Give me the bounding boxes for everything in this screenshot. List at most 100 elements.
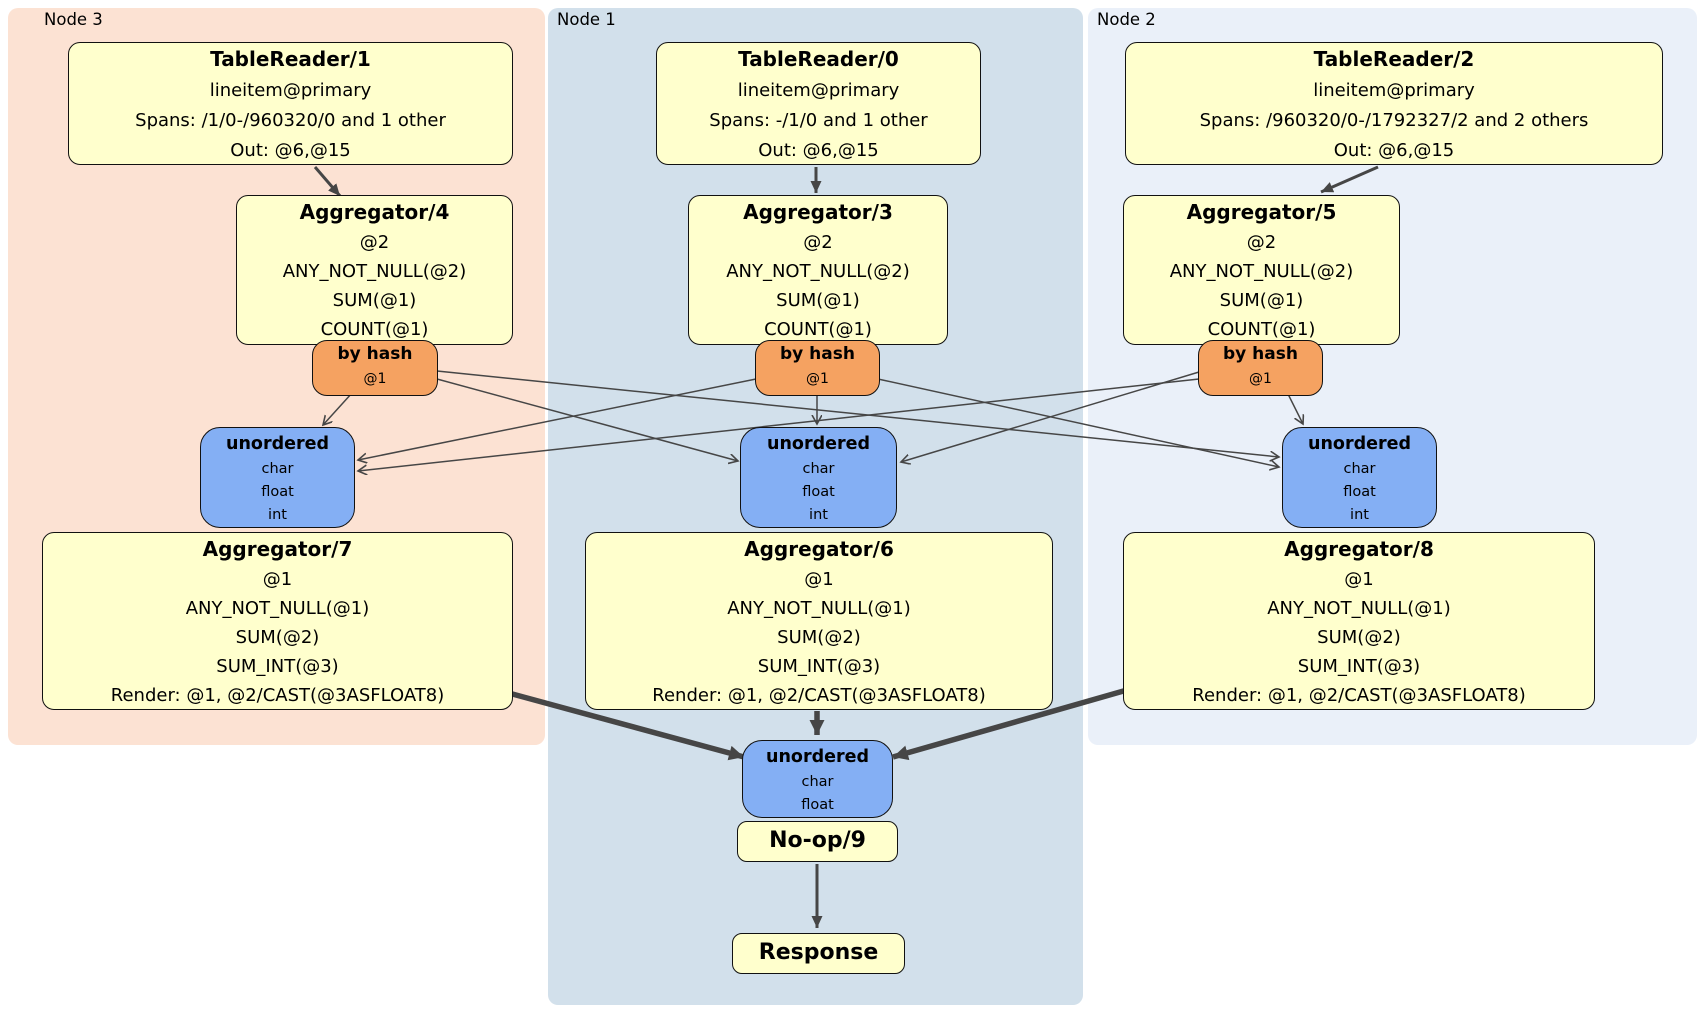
- tablereader-1-out: Out: @6,@15: [230, 140, 351, 161]
- edge-tr2-to-agg5: [1320, 165, 1379, 194]
- edge-hash2-to-sync3: [358, 378, 1200, 471]
- tablereader-2-box: TableReader/2 lineitem@primary Spans: /9…: [1125, 42, 1663, 165]
- unordered-sync-node1: unordered char float int: [740, 427, 897, 528]
- hash-router-node2: by hash @1: [1198, 340, 1323, 396]
- aggregator-5-title: Aggregator/5: [1186, 200, 1337, 224]
- unordered-sync-final-type2: float: [801, 797, 834, 813]
- tablereader-0-spans: Spans: -/1/0 and 1 other: [709, 110, 928, 131]
- unordered-sync-node1-title: unordered: [767, 434, 870, 454]
- hash-router-node3: by hash @1: [312, 340, 438, 396]
- node2-region-label: Node 2: [1097, 10, 1156, 29]
- aggregator-8-fn2: SUM(@2): [1317, 627, 1401, 648]
- hash-router-node3-key: @1: [363, 371, 387, 387]
- tablereader-2-index: lineitem@primary: [1313, 80, 1475, 101]
- aggregator-8-box: Aggregator/8 @1 ANY_NOT_NULL(@1) SUM(@2)…: [1123, 532, 1595, 710]
- aggregator-7-fn3: SUM_INT(@3): [216, 656, 339, 677]
- aggregator-4-box: Aggregator/4 @2 ANY_NOT_NULL(@2) SUM(@1)…: [236, 195, 513, 345]
- aggregator-5-box: Aggregator/5 @2 ANY_NOT_NULL(@2) SUM(@1)…: [1123, 195, 1400, 345]
- unordered-sync-node3-title: unordered: [226, 434, 329, 454]
- tablereader-2-spans: Spans: /960320/0-/1792327/2 and 2 others: [1199, 110, 1589, 131]
- edge-hash3-to-sync1: [436, 378, 738, 461]
- aggregator-3-title: Aggregator/3: [743, 200, 893, 224]
- unordered-sync-node1-type3: int: [809, 507, 828, 523]
- aggregator-7-title: Aggregator/7: [202, 537, 353, 561]
- edge-hash2-to-sync2: [1287, 393, 1303, 424]
- aggregator-4-fn3: COUNT(@1): [320, 319, 429, 340]
- unordered-sync-node3-type1: char: [261, 461, 294, 477]
- unordered-sync-node2-type2: float: [1343, 484, 1376, 500]
- hash-router-node3-title: by hash: [337, 344, 413, 364]
- tablereader-1-spans: Spans: /1/0-/960320/0 and 1 other: [135, 110, 446, 131]
- tablereader-1-title: TableReader/1: [210, 47, 371, 71]
- hash-router-node1-key: @1: [806, 371, 829, 387]
- aggregator-5-fn2: SUM(@1): [1219, 290, 1304, 311]
- aggregator-3-group: @2: [803, 232, 833, 253]
- aggregator-6-title: Aggregator/6: [744, 537, 894, 561]
- unordered-sync-node3: unordered char float int: [200, 427, 355, 528]
- unordered-sync-node3-type2: float: [261, 484, 294, 500]
- edge-tr1-to-agg4: [313, 166, 342, 197]
- hash-router-node2-key: @1: [1249, 371, 1272, 387]
- unordered-sync-final: unordered char float: [742, 740, 893, 818]
- response-box: Response: [732, 933, 905, 974]
- aggregator-6-fn2: SUM(@2): [777, 627, 861, 648]
- noop-9-title: No-op/9: [769, 828, 866, 853]
- node3-region-label: Node 3: [44, 10, 103, 29]
- aggregator-8-render: Render: @1, @2/CAST(@3ASFLOAT8): [1192, 685, 1526, 706]
- edge-hash3-to-sync2: [436, 370, 1279, 457]
- aggregator-3-fn1: ANY_NOT_NULL(@2): [726, 261, 910, 282]
- edge-hash2-to-sync1: [901, 371, 1200, 462]
- unordered-sync-node2: unordered char float int: [1282, 427, 1437, 528]
- unordered-sync-node3-type3: int: [268, 507, 287, 523]
- hash-router-node2-title: by hash: [1223, 344, 1298, 364]
- aggregator-5-fn1: ANY_NOT_NULL(@2): [1169, 261, 1354, 282]
- aggregator-6-box: Aggregator/6 @1 ANY_NOT_NULL(@1) SUM(@2)…: [585, 532, 1053, 710]
- tablereader-2-out: Out: @6,@15: [1333, 140, 1455, 161]
- edge-agg8-to-final-sync: [892, 687, 1128, 761]
- aggregator-7-render: Render: @1, @2/CAST(@3ASFLOAT8): [110, 685, 445, 706]
- noop-9-box: No-op/9: [737, 821, 898, 862]
- aggregator-4-title: Aggregator/4: [299, 200, 450, 224]
- tablereader-0-out: Out: @6,@15: [758, 140, 879, 161]
- aggregator-5-fn3: COUNT(@1): [1207, 319, 1316, 340]
- aggregator-8-fn3: SUM_INT(@3): [1297, 656, 1421, 677]
- aggregator-3-box: Aggregator/3 @2 ANY_NOT_NULL(@2) SUM(@1)…: [688, 195, 948, 345]
- tablereader-1-index: lineitem@primary: [209, 80, 372, 101]
- unordered-sync-node2-type3: int: [1350, 507, 1369, 523]
- unordered-sync-node2-type1: char: [1343, 461, 1376, 477]
- hash-router-node1-title: by hash: [780, 344, 855, 364]
- aggregator-6-fn3: SUM_INT(@3): [757, 656, 881, 677]
- aggregator-5-group: @2: [1246, 232, 1277, 253]
- unordered-sync-node1-type1: char: [802, 461, 835, 477]
- aggregator-4-group: @2: [359, 232, 390, 253]
- tablereader-0-index: lineitem@primary: [737, 80, 900, 101]
- unordered-sync-node2-title: unordered: [1308, 434, 1411, 454]
- aggregator-7-box: Aggregator/7 @1 ANY_NOT_NULL(@1) SUM(@2)…: [42, 532, 513, 710]
- aggregator-6-group: @1: [804, 569, 834, 590]
- aggregator-3-fn3: COUNT(@1): [764, 319, 872, 340]
- aggregator-8-title: Aggregator/8: [1284, 537, 1434, 561]
- aggregator-7-group: @1: [262, 569, 293, 590]
- aggregator-6-fn1: ANY_NOT_NULL(@1): [727, 598, 911, 619]
- tablereader-2-title: TableReader/2: [1313, 47, 1475, 71]
- tablereader-0-title: TableReader/0: [738, 47, 899, 71]
- edge-hash1-to-sync3: [358, 378, 757, 460]
- hash-router-node1: by hash @1: [755, 340, 880, 396]
- aggregator-8-fn1: ANY_NOT_NULL(@1): [1267, 598, 1451, 619]
- aggregator-6-render: Render: @1, @2/CAST(@3ASFLOAT8): [652, 685, 986, 706]
- edge-hash1-to-sync2: [877, 378, 1279, 467]
- aggregator-7-fn1: ANY_NOT_NULL(@1): [185, 598, 370, 619]
- aggregator-4-fn2: SUM(@1): [332, 290, 417, 311]
- unordered-sync-final-type1: char: [801, 774, 834, 790]
- aggregator-7-fn2: SUM(@2): [235, 627, 320, 648]
- edge-agg7-to-final-sync: [504, 689, 745, 761]
- response-title: Response: [758, 940, 879, 965]
- node1-region-label: Node 1: [557, 10, 616, 29]
- edge-hash3-to-sync3: [323, 392, 353, 425]
- aggregator-3-fn2: SUM(@1): [776, 290, 860, 311]
- aggregator-8-group: @1: [1344, 569, 1374, 590]
- tablereader-1-box: TableReader/1 lineitem@primary Spans: /1…: [68, 42, 513, 165]
- unordered-sync-final-title: unordered: [766, 747, 869, 767]
